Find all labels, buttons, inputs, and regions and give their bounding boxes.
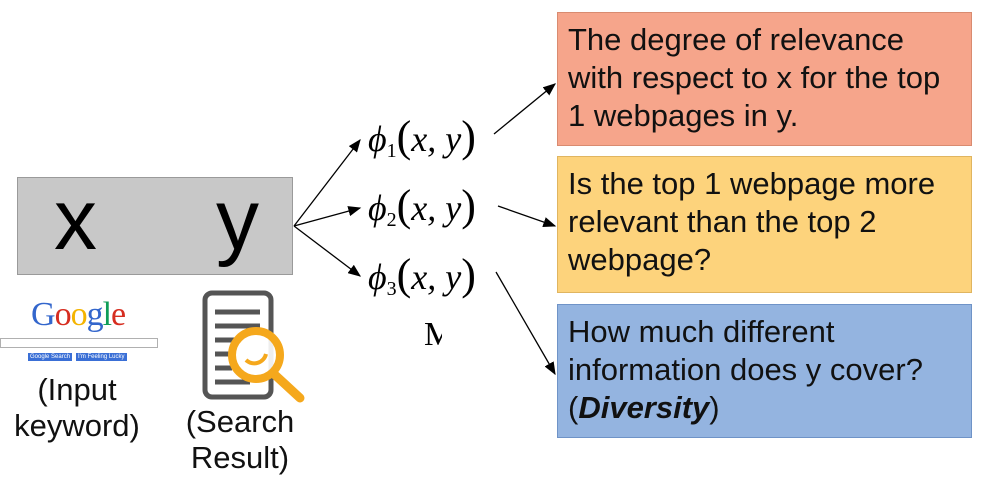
feature-phi1: ϕ1(x, y) [368, 112, 476, 163]
caption-line: (Search [185, 404, 295, 439]
phi-symbol: ϕ [368, 188, 387, 228]
diversity-box: How much different information does y co… [557, 304, 972, 438]
feature-phi2: ϕ2(x, y) [368, 181, 476, 232]
diversity-emphasis: Diversity [578, 390, 710, 425]
phi-symbol: ϕ [368, 257, 387, 297]
arrow-to-phi2 [293, 206, 362, 227]
arrow-to-phi1 [293, 138, 361, 227]
caption-line: (Input [37, 372, 117, 407]
arrow-to-box1 [493, 83, 557, 135]
phi-args: x, y [411, 257, 462, 297]
y-variable: y [216, 172, 259, 268]
caption-line: keyword) [14, 408, 140, 443]
search-result-document-icon [202, 290, 305, 403]
google-search-input [0, 338, 158, 348]
phi-args: x, y [411, 119, 462, 159]
phi-subscript: 3 [386, 278, 397, 300]
relevance-box: The degree of relevance with respect to … [557, 12, 972, 146]
phi-symbol: ϕ [368, 119, 387, 159]
input-keyword-caption: (Input keyword) [0, 372, 162, 444]
arrow-to-box3 [495, 271, 556, 376]
feeling-lucky-button: I'm Feeling Lucky [76, 353, 127, 361]
search-result-caption: (Search Result) [174, 404, 306, 476]
diversity-close-paren: ) [709, 390, 720, 425]
ranking-box: Is the top 1 webpage more relevant than … [557, 156, 972, 293]
phi-args: x, y [411, 188, 462, 228]
caption-line: Result) [190, 440, 290, 475]
input-output-box: x y [17, 172, 293, 275]
magnifier-glass [228, 327, 284, 383]
arrow-to-phi3 [293, 225, 362, 277]
arrow-to-box2 [497, 205, 557, 228]
magnifier-handle [269, 369, 305, 403]
diversity-text: How much different information does y co… [568, 314, 923, 425]
phi-subscript: 1 [386, 140, 397, 162]
x-variable: x [54, 172, 97, 268]
google-search-button: Google Search [28, 353, 73, 361]
ellipsis-mark: M [424, 316, 442, 353]
google-logo: Google [31, 296, 126, 333]
feature-phi3: ϕ3(x, y) [368, 250, 476, 301]
phi-subscript: 2 [386, 209, 397, 231]
